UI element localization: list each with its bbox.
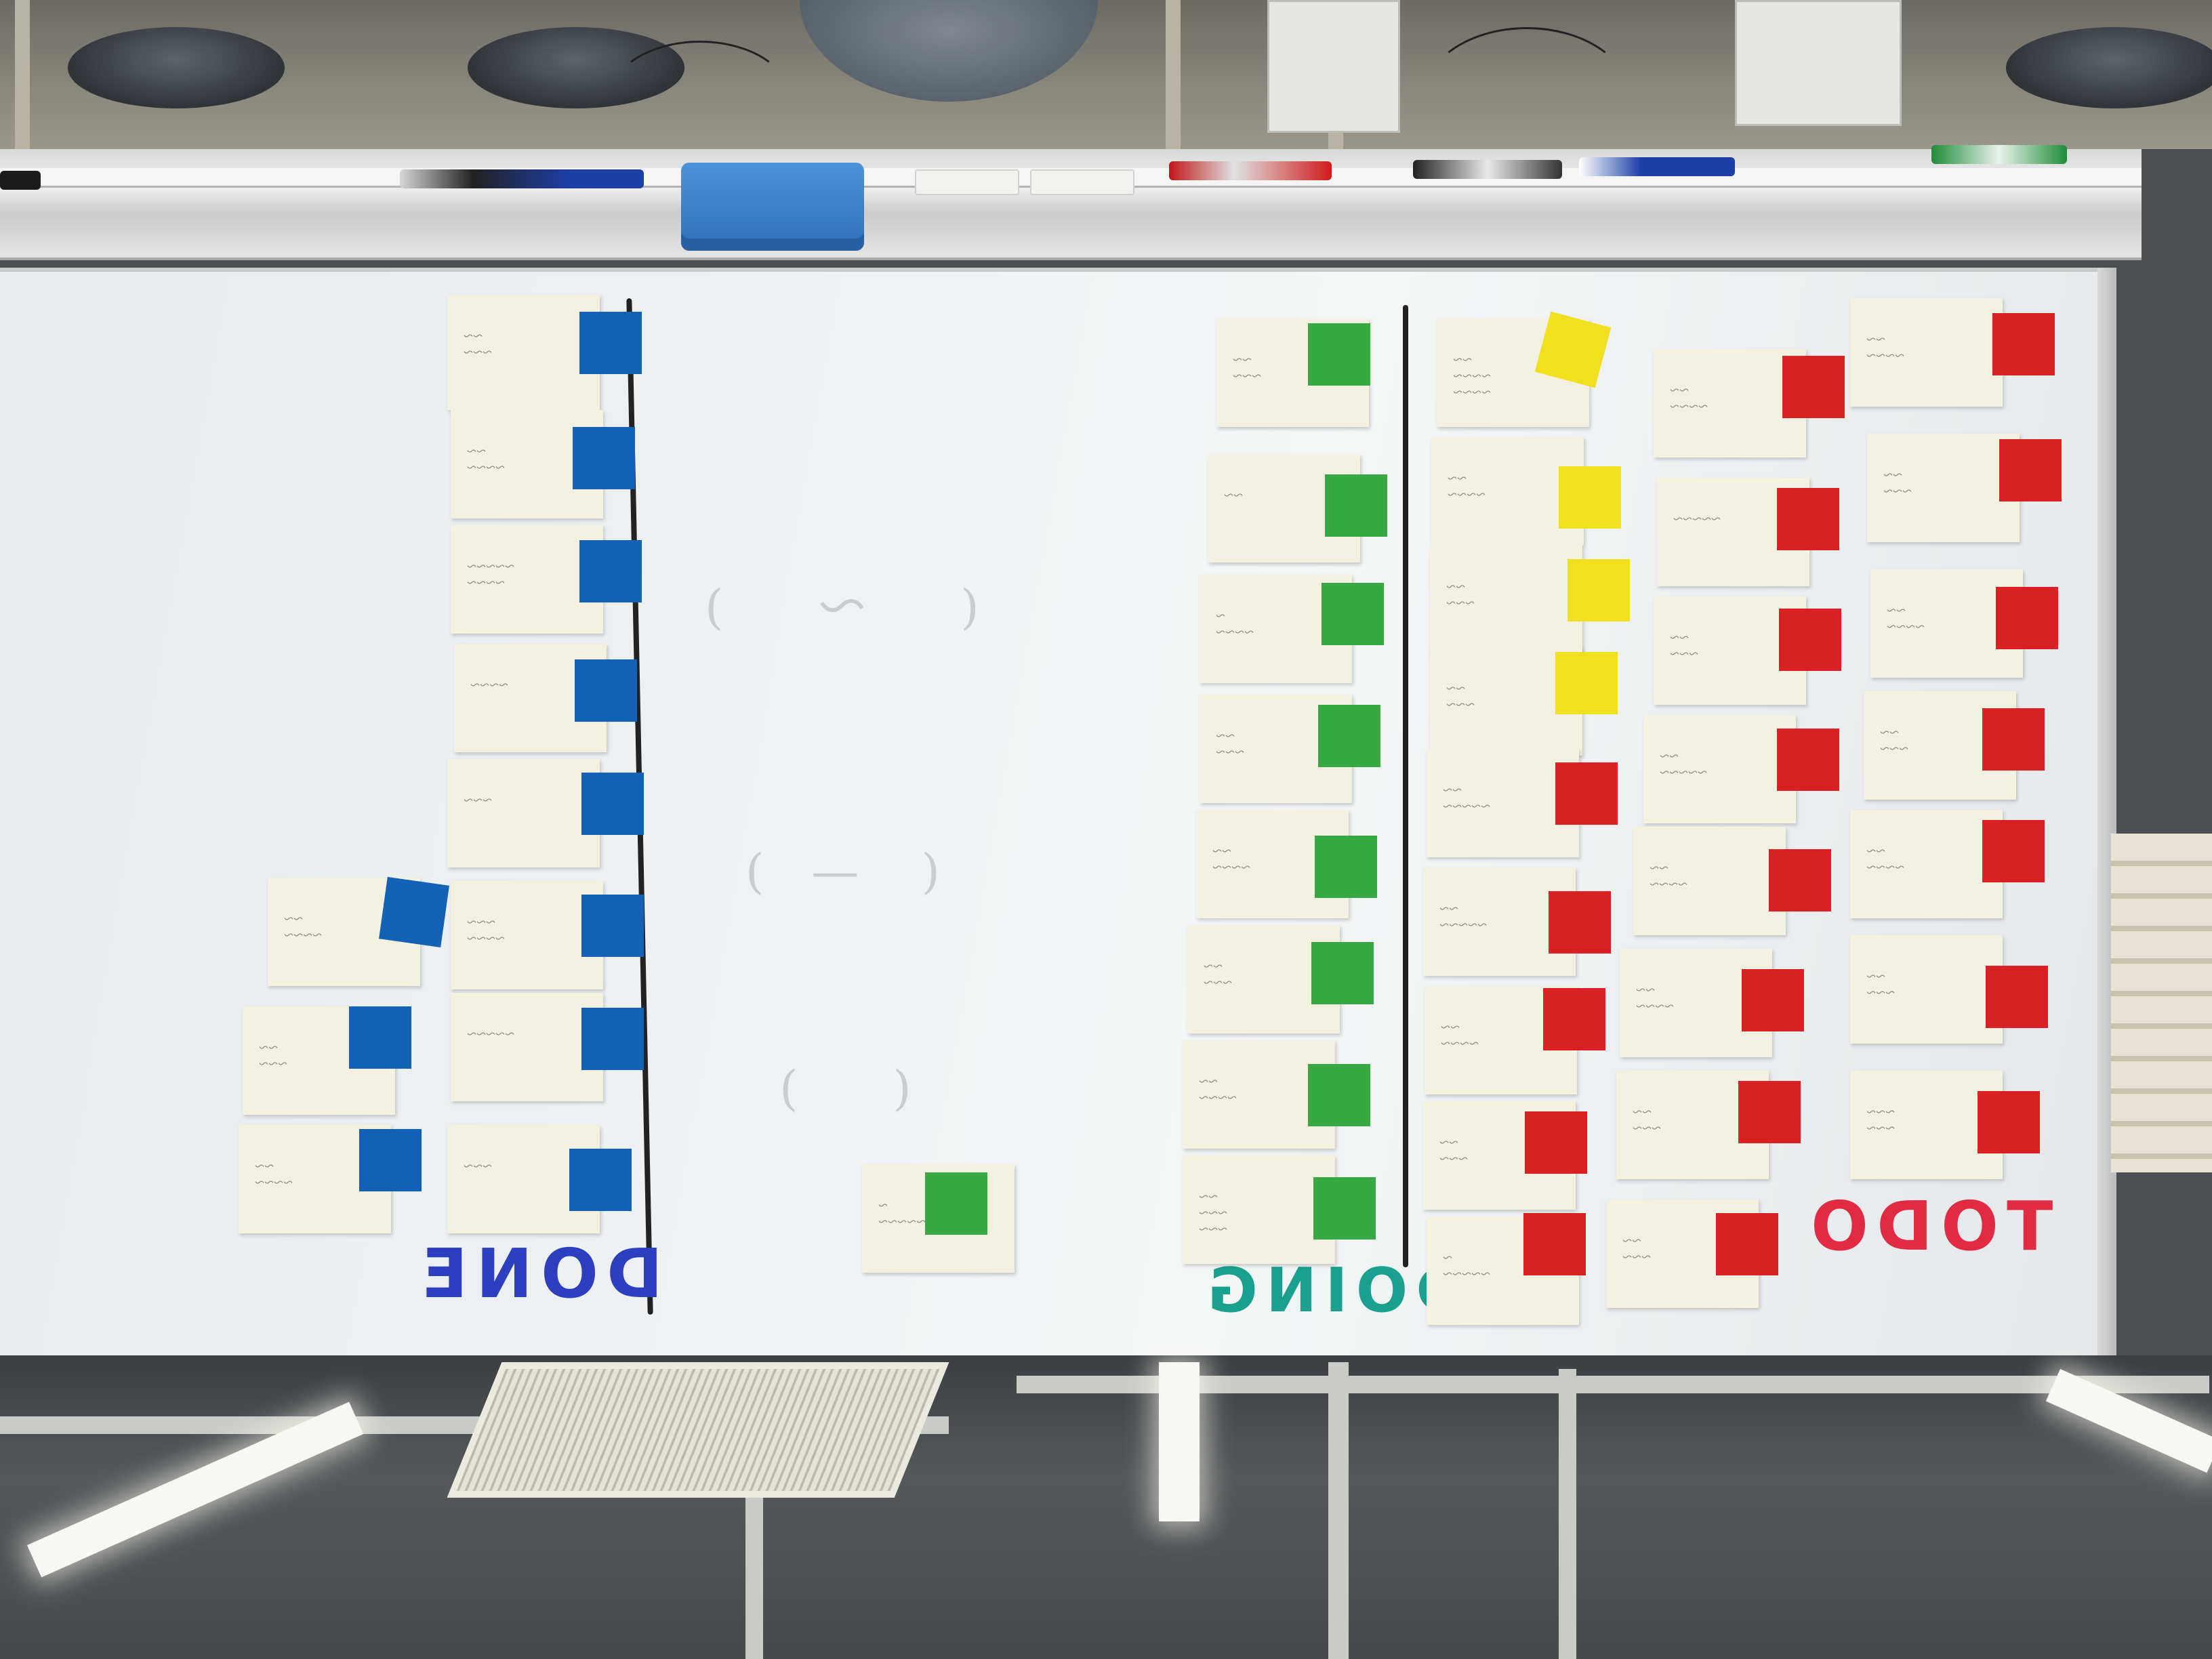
task-card[interactable]: ～～～ xyxy=(447,759,600,867)
status-dot-blue xyxy=(581,1008,644,1070)
task-card[interactable]: ～～ ～～～～～ xyxy=(1427,749,1579,857)
status-dot-red xyxy=(1555,762,1618,825)
task-card[interactable]: ～～～ ～～～ xyxy=(1850,1071,2003,1179)
status-dot-red xyxy=(1549,891,1611,954)
erased-writing: ( 〜 ) xyxy=(705,579,979,635)
task-card[interactable]: ～～～～～ ～～～～ xyxy=(451,525,603,634)
marker-black[interactable] xyxy=(0,171,41,190)
status-dot-red xyxy=(1769,849,1831,912)
status-dot-red xyxy=(1738,1081,1801,1143)
task-card[interactable]: ～～ ～～～ xyxy=(1850,935,2003,1044)
heading-todo: TODO xyxy=(1803,1187,2053,1266)
magnet-clip[interactable] xyxy=(915,169,1019,195)
status-dot-red xyxy=(1742,969,1804,1031)
status-dot-green xyxy=(1318,705,1380,767)
task-card[interactable]: ～～ ～～～～ xyxy=(1654,349,1806,457)
background-shelf xyxy=(2111,834,2212,1172)
status-dot-red xyxy=(1982,708,2045,771)
status-dot-red xyxy=(1543,988,1605,1050)
status-dot-yellow xyxy=(1559,466,1621,529)
magnet-clip[interactable] xyxy=(1030,169,1134,195)
status-dot-yellow xyxy=(1568,559,1630,621)
whiteboard-eraser[interactable] xyxy=(681,163,864,251)
ceiling-beam xyxy=(1559,1369,1576,1659)
task-card[interactable]: ～～ ～～～ xyxy=(447,295,600,410)
task-card[interactable]: ～～～～～ xyxy=(451,993,603,1101)
status-dot-red xyxy=(1978,1091,2040,1153)
status-dot-green xyxy=(1325,474,1387,537)
support-pillar xyxy=(15,0,30,149)
marker-blue[interactable] xyxy=(1579,157,1735,176)
erased-writing: ( ) xyxy=(779,1061,912,1116)
task-card[interactable]: ～～～ ～～～～ xyxy=(451,881,603,989)
status-dot-red xyxy=(1986,966,2048,1028)
cable xyxy=(610,41,790,153)
task-card[interactable]: ～～ ～～～～～ xyxy=(1643,715,1796,823)
marker-blue[interactable] xyxy=(400,169,644,188)
stool-seat xyxy=(68,27,285,108)
status-dot-green xyxy=(1308,1064,1370,1126)
heading-done: DONE xyxy=(413,1234,663,1313)
task-card[interactable]: ～～ ～～～ ～～～ xyxy=(1183,1155,1335,1264)
ceiling-background xyxy=(0,1355,2212,1659)
status-dot-green xyxy=(1313,1177,1376,1240)
task-card[interactable]: ～～ ～～～～ xyxy=(1431,437,1584,546)
stool-seat xyxy=(2006,27,2212,108)
support-pillar xyxy=(1166,0,1181,149)
erased-writing: ( — ) xyxy=(745,844,940,899)
task-card[interactable]: ～～ ～～～～ xyxy=(1850,810,2003,918)
status-dot-blue xyxy=(579,540,642,602)
status-dot-blue xyxy=(379,877,449,947)
status-dot-red xyxy=(1523,1213,1586,1275)
status-dot-blue xyxy=(581,773,644,835)
marker-black[interactable] xyxy=(1413,160,1562,179)
status-dot-green xyxy=(1311,942,1374,1004)
status-dot-red xyxy=(1782,356,1845,418)
ceiling-beam xyxy=(1017,1376,2209,1393)
whiteboard-frame xyxy=(2097,268,2116,1359)
ceiling-beam xyxy=(1328,1362,1349,1659)
server-unit xyxy=(1735,0,1902,126)
status-dot-blue xyxy=(349,1006,411,1069)
status-dot-blue xyxy=(575,659,637,722)
status-dot-blue xyxy=(581,895,644,957)
task-card[interactable]: ～～ ～～～～ xyxy=(1633,827,1786,935)
status-dot-blue xyxy=(579,312,642,374)
ceiling-light xyxy=(1159,1362,1200,1521)
status-dot-green xyxy=(1315,836,1377,898)
status-dot-red xyxy=(1992,313,2055,375)
status-dot-blue xyxy=(573,427,635,489)
marker-red[interactable] xyxy=(1169,161,1332,180)
task-card[interactable]: ～～ ～～～ xyxy=(1867,434,2020,542)
status-dot-green xyxy=(925,1172,987,1235)
status-dot-blue xyxy=(359,1129,422,1191)
status-dot-green xyxy=(1322,583,1384,645)
status-dot-red xyxy=(1999,439,2062,501)
ceiling-ac-vent xyxy=(447,1362,949,1498)
status-dot-red xyxy=(1525,1111,1587,1174)
cable xyxy=(1423,27,1631,167)
task-card[interactable]: ～～ ～～～～ xyxy=(1850,298,2003,407)
status-dot-blue xyxy=(569,1149,632,1211)
status-dot-yellow xyxy=(1555,652,1618,714)
status-dot-red xyxy=(1982,820,2045,882)
status-dot-red xyxy=(1777,488,1839,550)
column-divider-line xyxy=(1403,305,1408,1267)
server-unit xyxy=(1267,0,1400,133)
status-dot-red xyxy=(1777,729,1839,791)
status-dot-red xyxy=(1716,1213,1778,1275)
status-dot-green xyxy=(1308,323,1370,386)
marker-tray xyxy=(0,149,2142,260)
status-dot-red xyxy=(1996,587,2058,649)
status-dot-red xyxy=(1779,609,1841,671)
marker-green[interactable] xyxy=(1931,145,2067,164)
task-card[interactable]: ～～ ～～～ xyxy=(1430,546,1582,654)
